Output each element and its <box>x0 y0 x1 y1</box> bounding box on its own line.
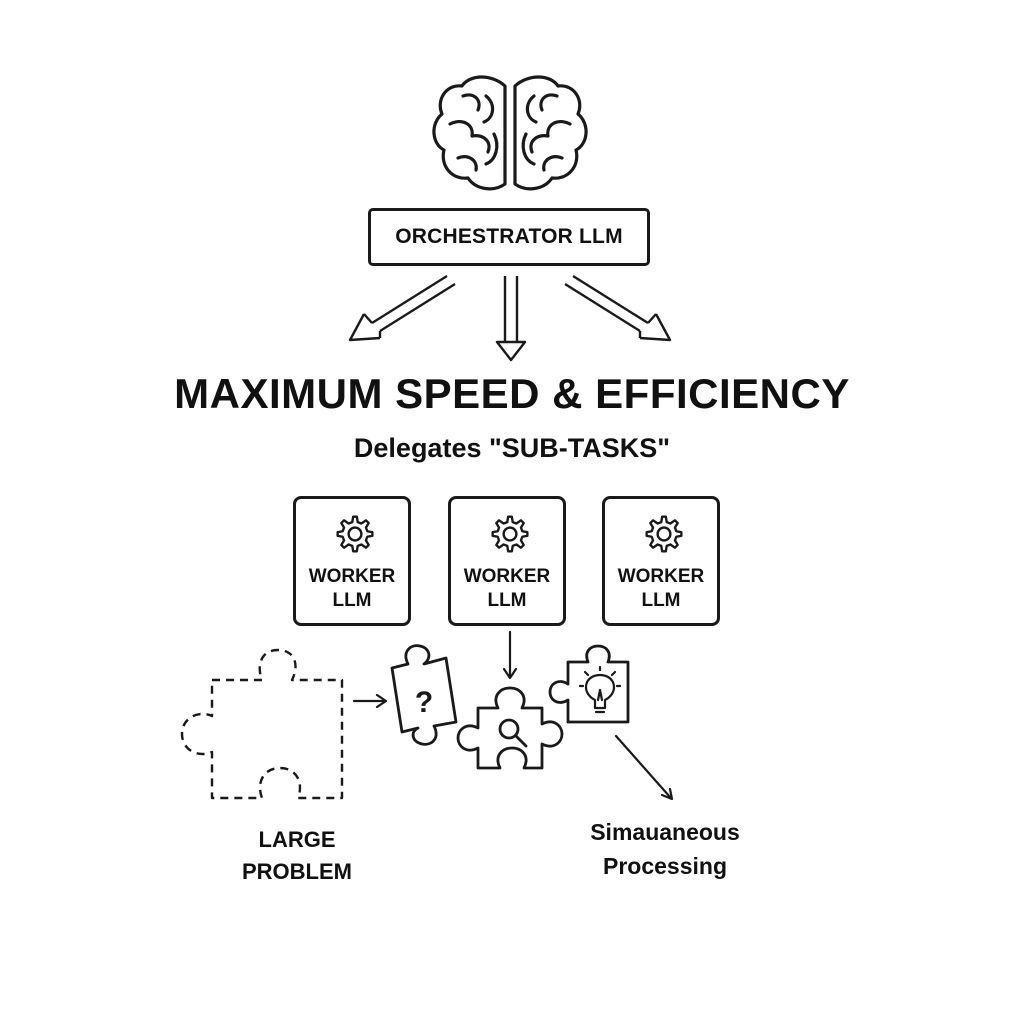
delegation-arrows <box>348 274 672 362</box>
gear-icon <box>491 515 529 553</box>
magnifier-puzzle-piece-icon <box>456 686 564 770</box>
gear-icon <box>336 515 374 553</box>
worker-label-line1: WORKER <box>463 566 551 587</box>
dashed-puzzle-piece-icon <box>180 648 344 800</box>
worker-label-1: WORKER LLM <box>296 565 408 613</box>
worker-label-line2: LLM <box>487 590 527 611</box>
svg-text:?: ? <box>415 686 433 719</box>
orchestrator-label: ORCHESTRATOR LLM <box>395 225 623 248</box>
worker-box-3: WORKER LLM <box>602 496 720 626</box>
worker-box-2: WORKER LLM <box>448 496 566 626</box>
arrow-left <box>348 274 456 342</box>
simultaneous-line1: Simauaneous <box>590 819 740 845</box>
large-problem-caption: LARGE PROBLEM <box>212 824 382 888</box>
simultaneous-processing-caption: Simauaneous Processing <box>560 815 770 883</box>
worker-label-2: WORKER LLM <box>451 565 563 613</box>
headline: MAXIMUM SPEED & EFFICIENCY <box>174 370 850 417</box>
arrow-worker-to-search <box>502 630 518 680</box>
worker-box-1: WORKER LLM <box>293 496 411 626</box>
simultaneous-line2: Processing <box>603 853 727 879</box>
lightbulb-puzzle-piece-icon <box>548 644 630 724</box>
gear-icon <box>645 515 683 553</box>
arrow-to-question <box>352 693 388 709</box>
worker-label-line1: WORKER <box>617 566 705 587</box>
orchestrator-box: ORCHESTRATOR LLM <box>368 208 650 266</box>
lightbulb-icon <box>578 665 622 714</box>
arrow-right <box>564 274 672 342</box>
worker-label-line2: LLM <box>332 590 372 611</box>
brain-icon <box>432 75 588 191</box>
large-problem-line2: PROBLEM <box>242 859 352 884</box>
subheadline: Delegates "SUB-TASKS" <box>353 433 671 463</box>
arrow-to-simultaneous <box>614 734 674 801</box>
worker-label-line2: LLM <box>641 590 681 611</box>
large-problem-line1: LARGE <box>258 827 336 852</box>
worker-label-3: WORKER LLM <box>605 565 717 613</box>
question-mark-puzzle-piece-icon <box>390 644 458 746</box>
worker-label-line1: WORKER <box>308 566 396 587</box>
arrow-center <box>495 276 527 362</box>
